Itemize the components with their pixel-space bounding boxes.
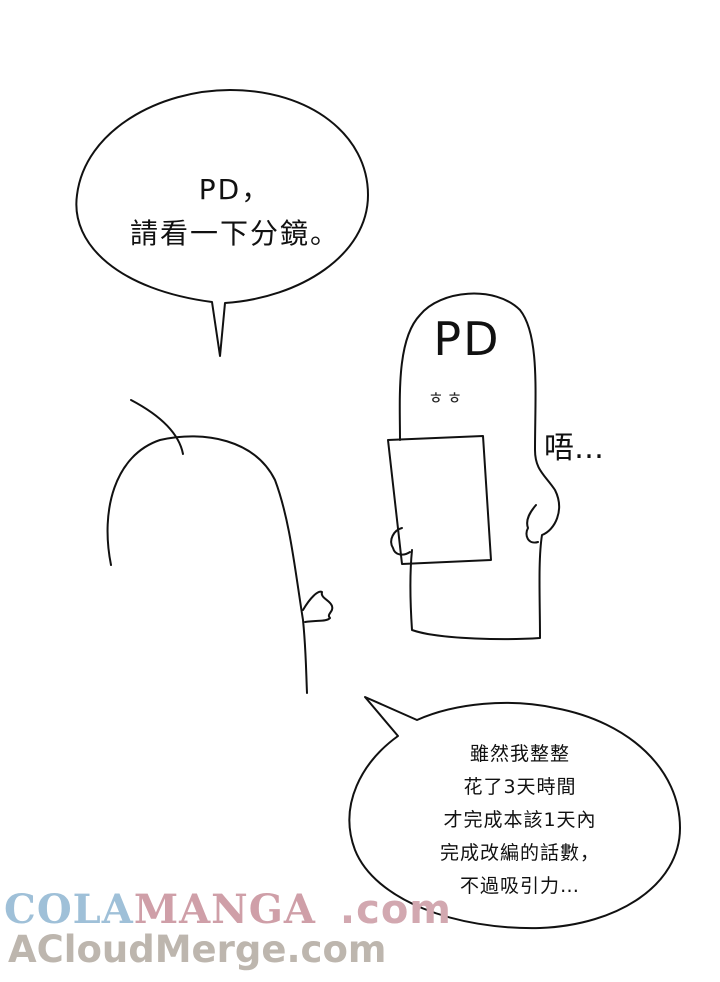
speech-text-bottom: 雖然我整整 花了3天時間 才完成本該1天內 完成改編的話數， 不過吸引力… bbox=[395, 738, 645, 903]
speech-line: 才完成本該1天內 bbox=[443, 809, 597, 831]
paper-sheet bbox=[387, 435, 492, 565]
speech-line: 不過吸引力… bbox=[459, 875, 580, 897]
pd-character-label: PD bbox=[433, 312, 501, 366]
watermark-logo: COLAMANGA .com bbox=[4, 886, 452, 933]
speech-text-top: PD， 請看一下分鏡。 bbox=[120, 168, 350, 256]
watermark-line2: ACloudMerge.com bbox=[8, 928, 387, 971]
pd-character-face: ㅎㅎ bbox=[428, 389, 466, 409]
speech-line: 請看一下分鏡。 bbox=[129, 217, 340, 250]
watermark-part2: MANGA bbox=[133, 886, 316, 933]
speech-line: 花了3天時間 bbox=[463, 776, 577, 798]
watermark-part1: COLA bbox=[4, 886, 134, 933]
pd-left-hand bbox=[390, 527, 411, 556]
speech-line: PD， bbox=[198, 173, 272, 206]
speech-line: 完成改編的話數， bbox=[439, 842, 600, 864]
left-character-head bbox=[106, 435, 308, 694]
pd-right-hand bbox=[525, 504, 539, 544]
left-character-hand bbox=[302, 590, 334, 623]
speech-bubble-top bbox=[75, 89, 369, 357]
mumble-text: 唔… bbox=[544, 431, 604, 466]
left-character-hair-strand bbox=[130, 399, 184, 455]
speech-line: 雖然我整整 bbox=[469, 743, 570, 765]
watermark-part3: .com bbox=[339, 887, 452, 933]
pd-character-body bbox=[398, 292, 561, 641]
speech-bubble-bottom bbox=[348, 696, 681, 930]
